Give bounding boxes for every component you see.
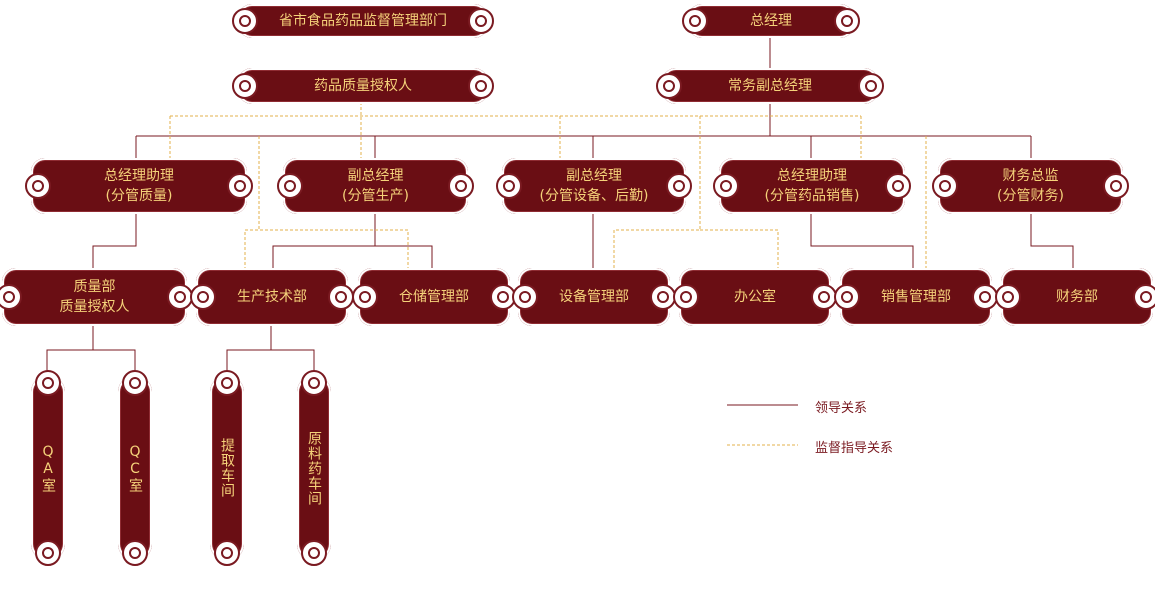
line-to-extraction: [226, 326, 272, 376]
node-sublabel: (分管药品销售): [764, 188, 860, 204]
node-label: 副总经理: [566, 168, 622, 184]
line-to-sales-dept: [810, 214, 914, 268]
node-label: 生产技术部: [237, 289, 307, 305]
legend-supervision: 监督指导关系: [815, 441, 894, 456]
dash-to-warehouse: [245, 229, 409, 268]
node-label: 总经理助理: [777, 168, 847, 184]
node-finance-dept: 财务部: [995, 268, 1155, 326]
node-label: 质量部: [73, 279, 116, 295]
dash-to-production-tech: [244, 136, 260, 268]
node-sublabel: (分管设备、后勤): [539, 188, 649, 204]
line-to-qa-room: [46, 326, 94, 376]
node-label: 原料药车间: [306, 430, 322, 506]
line-to-finance-dept: [1030, 214, 1074, 268]
node-quality-dept: 质量部质量授权人: [0, 268, 193, 326]
line-to-qc-room: [93, 349, 136, 376]
node-vp-equipment: 副总经理 (分管设备、后勤): [496, 158, 692, 214]
dash-to-office: [700, 229, 779, 268]
node-sublabel: (分管财务): [997, 188, 1064, 204]
node-sublabel: 质量授权人: [59, 299, 130, 315]
node-label: 总经理助理: [104, 168, 174, 184]
node-extraction-workshop: 提取车间: [210, 370, 244, 566]
node-provincial-fda: 省市食品药品监督管理部门: [232, 4, 494, 38]
node-raw-material-workshop: 原料药车间: [297, 370, 331, 566]
node-sales-dept: 销售管理部: [834, 268, 998, 326]
node-gm-assistant-quality: 总经理助理 (分管质量): [25, 158, 253, 214]
node-label: 财务部: [1056, 289, 1098, 305]
node-executive-vp: 常务副总经理: [656, 68, 884, 104]
leadership-lines: [46, 36, 1074, 376]
node-label: 总经理: [750, 13, 792, 29]
line-production-children: [272, 245, 433, 268]
node-sublabel: (分管生产): [342, 188, 409, 204]
node-qa-room: QA室: [31, 370, 65, 566]
node-cfo: 财务总监 (分管财务): [932, 158, 1129, 214]
node-label: 财务总监: [1002, 168, 1059, 184]
dash-to-equipment-dept: [613, 116, 701, 268]
line-to-quality-dept: [92, 214, 137, 268]
node-label: 设备管理部: [559, 289, 629, 305]
node-qualified-person: 药品质量授权人: [232, 68, 494, 104]
node-label: 仓储管理部: [399, 289, 469, 305]
supervision-lines: [169, 102, 927, 268]
node-sublabel: (分管质量): [105, 188, 173, 204]
node-office: 办公室: [673, 268, 837, 326]
node-label: 药品质量授权人: [314, 78, 412, 94]
node-label: 办公室: [734, 289, 776, 305]
node-general-manager: 总经理: [682, 4, 860, 38]
line-to-raw-material: [271, 349, 315, 376]
node-warehouse-dept: 仓储管理部: [352, 268, 516, 326]
node-vp-production: 副总经理 (分管生产): [277, 158, 474, 214]
node-label: QC室: [127, 443, 143, 493]
node-gm-assistant-sales: 总经理助理 (分管药品销售): [713, 158, 911, 214]
node-qc-room: QC室: [118, 370, 152, 566]
node-label: QA室: [40, 443, 56, 493]
legend-leadership: 领导关系: [815, 401, 868, 416]
node-production-tech-dept: 生产技术部: [190, 268, 354, 326]
node-label: 提取车间: [219, 438, 235, 498]
node-label: 销售管理部: [881, 289, 951, 305]
node-label: 副总经理: [347, 168, 404, 184]
node-equipment-dept: 设备管理部: [512, 268, 676, 326]
node-label: 常务副总经理: [728, 78, 812, 94]
node-label: 省市食品药品监督管理部门: [279, 13, 447, 29]
